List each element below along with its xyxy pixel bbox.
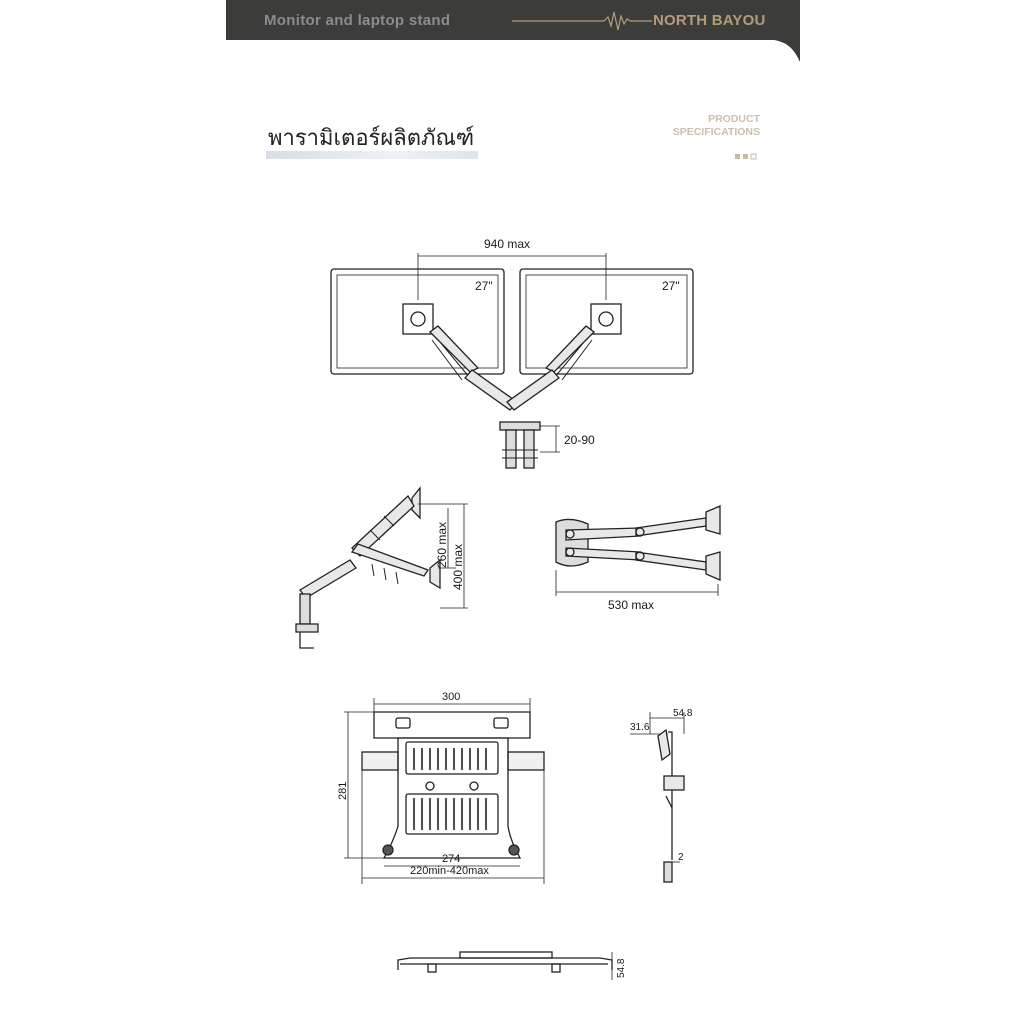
tray-width-range: 220min-420max	[410, 865, 489, 877]
title-underline	[266, 151, 478, 159]
side-view-diagram	[295, 486, 468, 649]
tray-bottom-thickness: 54.8	[616, 958, 627, 978]
tray-height-281: 281	[337, 782, 349, 800]
right-monitor-size: 27"	[662, 279, 680, 293]
tray-side-dim-54-8: 54.8	[673, 708, 693, 719]
tray-side-dim-31-6: 31.6	[630, 722, 650, 733]
side-height-400: 400 max	[451, 544, 465, 590]
section-subtitle: PRODUCT SPECIFICATIONS	[672, 113, 760, 138]
left-monitor-size: 27"	[475, 279, 493, 293]
brand-name: NORTH BAYOU	[653, 12, 766, 29]
laptop-tray-side	[630, 712, 685, 883]
top-view-diagram	[555, 505, 721, 596]
tray-side-dim-2: 2	[678, 852, 684, 863]
tray-width-300: 300	[442, 691, 460, 703]
clamp-range-label: 20-90	[564, 433, 595, 447]
laptop-tray-front	[344, 698, 545, 884]
header-corner-shape	[774, 40, 800, 62]
header-bar: Monitor and laptop stand NORTH BAYOU	[226, 0, 800, 40]
pulse-line-icon	[512, 11, 652, 31]
section-title: พารามิเตอร์ผลิตภัณฑ์	[268, 126, 475, 151]
page-indicator-dots	[735, 153, 757, 160]
tray-width-274: 274	[442, 853, 460, 865]
reach-label: 530 max	[608, 598, 654, 612]
span-dimension-label: 940 max	[484, 237, 530, 251]
header-title: Monitor and laptop stand	[264, 12, 451, 29]
laptop-tray-bottom	[397, 951, 613, 980]
side-height-260: 260 max	[435, 522, 449, 568]
dual-monitor-diagram	[330, 253, 694, 469]
